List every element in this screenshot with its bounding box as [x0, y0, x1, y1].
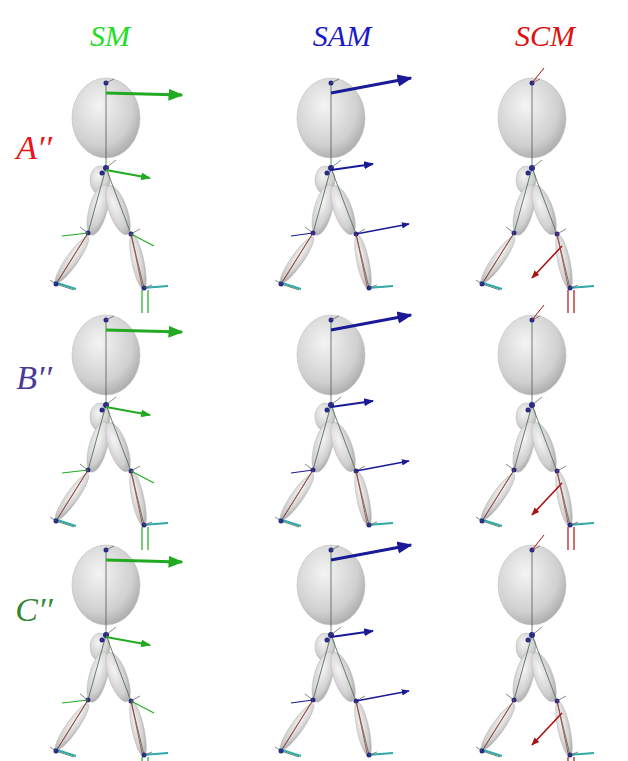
human-model	[275, 545, 393, 758]
force-vectors	[283, 78, 411, 286]
force-vectors	[283, 315, 411, 523]
force-vectors	[484, 305, 574, 550]
row-label: C′′	[15, 593, 53, 627]
column-header: SM	[90, 21, 130, 51]
human-model	[275, 78, 393, 291]
human-model	[50, 315, 168, 528]
force-vectors	[58, 93, 182, 313]
force-vectors	[58, 330, 182, 550]
human-model	[50, 78, 168, 291]
force-vectors	[484, 535, 574, 761]
column-header: SCM	[515, 21, 575, 51]
human-model	[476, 545, 594, 758]
human-model	[275, 315, 393, 528]
force-vectors	[58, 560, 182, 761]
row-label: B′′	[16, 361, 52, 395]
force-vectors	[484, 68, 574, 313]
row-label: A′′	[16, 131, 52, 165]
human-model	[50, 545, 168, 758]
human-model	[476, 78, 594, 291]
human-model	[476, 315, 594, 528]
column-header: SAM	[313, 21, 371, 51]
force-vectors	[283, 545, 411, 753]
